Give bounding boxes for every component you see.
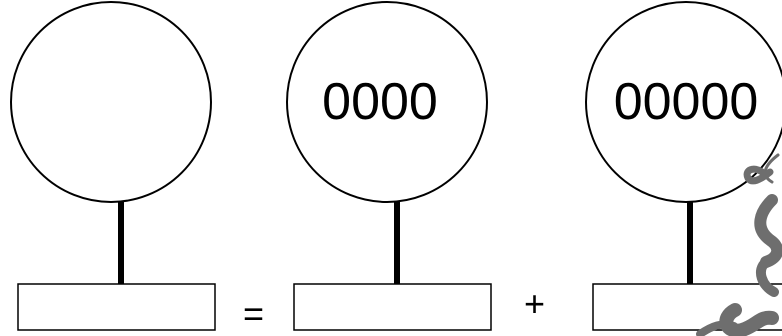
figure-2 bbox=[286, 1, 492, 331]
figure-1-value bbox=[11, 2, 211, 202]
figure-1-circle bbox=[10, 1, 212, 203]
figure-1 bbox=[10, 1, 216, 331]
figure-3-value: 00000 bbox=[613, 73, 759, 131]
figure-2-box bbox=[293, 283, 492, 331]
figure-3-circle bbox=[585, 1, 782, 203]
figure-2-circle bbox=[286, 1, 488, 203]
figure-1-box bbox=[17, 283, 216, 331]
plus-sign: + bbox=[524, 283, 546, 324]
curly-ribbon-watermark-icon bbox=[696, 153, 782, 336]
figure-2-value: 0000 bbox=[322, 73, 438, 131]
equals-sign: = bbox=[243, 293, 265, 334]
